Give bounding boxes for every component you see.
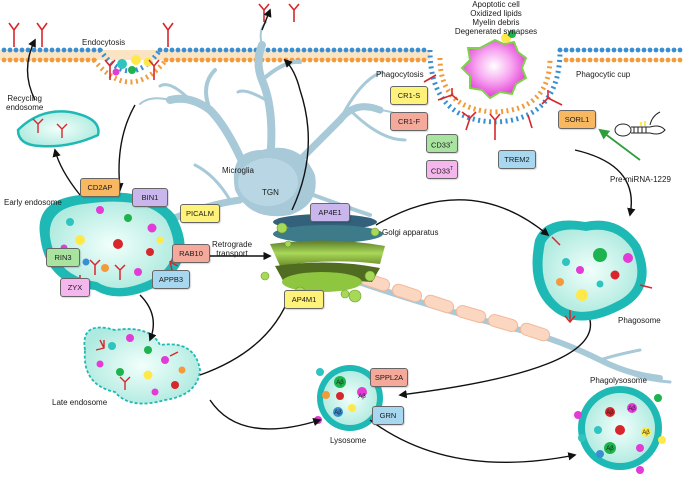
rin3-box: RIN3: [46, 248, 80, 267]
mirna-bars: [640, 121, 646, 126]
abeta-label: Aβ: [628, 406, 636, 412]
phagolysosome-label: Phagolysosome: [590, 376, 647, 385]
sorl1-box: SORL1: [558, 110, 596, 129]
phagocytic-cup-membrane: [427, 47, 683, 125]
endocytosis-label: Endocytosis: [82, 38, 126, 47]
cr1s-box: CR1-S: [390, 86, 428, 105]
bin1-box: BIN1: [132, 188, 168, 207]
recycling-endosome-label: Recycling endosome: [6, 94, 44, 112]
ap4m1-box: AP4M1: [284, 290, 324, 309]
sppl2a-box: SPPL2A: [370, 368, 408, 387]
apoptotic-cargo: [460, 30, 528, 100]
late-endosome-label: Late endosome: [52, 398, 108, 407]
mirna-inhibition-arrow: [598, 128, 641, 161]
phagocytic-receptors: [423, 74, 563, 140]
golgi-apparatus: [260, 214, 385, 303]
membrane-receptors-left: [8, 3, 300, 80]
zyx-box: ZYX: [60, 278, 90, 297]
microglia-cell: [128, 21, 672, 384]
mirna-label: Pre-miRNA-1229: [610, 175, 671, 184]
retrograde-transport-label: Retrograde transport: [212, 240, 253, 258]
lysosome: Aβ Aβ Aβ: [314, 365, 386, 431]
cd2ap-box: CD2AP: [80, 178, 120, 197]
abeta-label: Aβ: [358, 394, 366, 400]
grn-box: GRN: [372, 406, 404, 425]
abeta-label: Aβ: [336, 380, 344, 386]
cr1f-box: CR1-F: [390, 112, 428, 131]
phagolysosome: Aβ Aβ Aβ Aβ: [574, 386, 666, 474]
late-endosome: [83, 326, 201, 405]
picalm-box: PICALM: [180, 204, 220, 223]
abeta-label: Aβ: [606, 446, 614, 452]
early-endosome: [39, 192, 185, 297]
phagosome-label: Phagosome: [618, 316, 661, 325]
abeta-label: Aβ: [334, 410, 342, 416]
trem2-box: TREM2: [498, 150, 536, 169]
cargo-label: Apoptotic cell Oxidized lipids Myelin de…: [454, 0, 538, 36]
abeta-label: Aβ: [606, 410, 614, 416]
endocytosed-particles: [112, 55, 153, 76]
phagocytosis-label: Phagocytosis: [376, 70, 424, 79]
lysosome-label: Lysosome: [330, 436, 367, 445]
microglia-label: Microglia: [222, 166, 255, 175]
plasma-membrane-left: [0, 47, 430, 85]
cd33-t-box: CD33T: [426, 160, 458, 179]
recycling-endosome: [16, 110, 100, 148]
tgn-label: TGN: [262, 188, 279, 197]
abeta-label: Aβ: [642, 430, 650, 436]
rab10-box: RAB10: [172, 244, 210, 263]
phagosome: [532, 220, 653, 324]
golgi-label: Golgi apparatus: [382, 228, 439, 237]
mirna-hairpin: [614, 111, 666, 137]
phagocytic-cup-label: Phagocytic cup: [576, 70, 631, 79]
cd33-plus-box: CD33+: [426, 134, 458, 153]
early-endosome-label: Early endosome: [4, 198, 62, 207]
appb3-box: APPB3: [152, 270, 190, 289]
ap4e1-box: AP4E1: [310, 203, 350, 222]
